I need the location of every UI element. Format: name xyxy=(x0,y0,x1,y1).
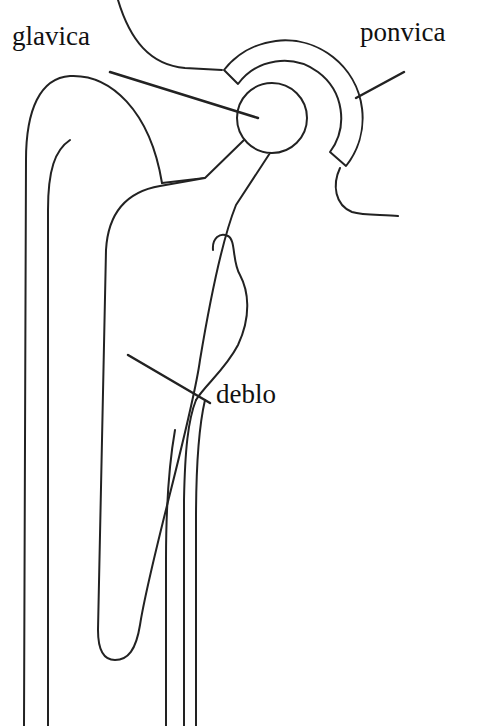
pelvis-outline xyxy=(336,168,398,216)
part-label: ponvica xyxy=(360,18,445,48)
femur-cortex xyxy=(48,140,70,726)
pelvis-outline xyxy=(118,0,222,70)
leader-line xyxy=(128,355,210,403)
femur-cortex xyxy=(196,400,205,726)
femoral-head xyxy=(237,83,307,153)
part-label: glavica xyxy=(12,22,90,52)
femur-outline xyxy=(196,235,247,400)
leader-line xyxy=(356,72,404,98)
femur-cortex xyxy=(166,430,175,726)
acetabular-cup xyxy=(224,40,363,166)
femur-cortex xyxy=(184,400,196,726)
leader-line xyxy=(110,72,258,118)
part-label: deblo xyxy=(216,380,276,410)
